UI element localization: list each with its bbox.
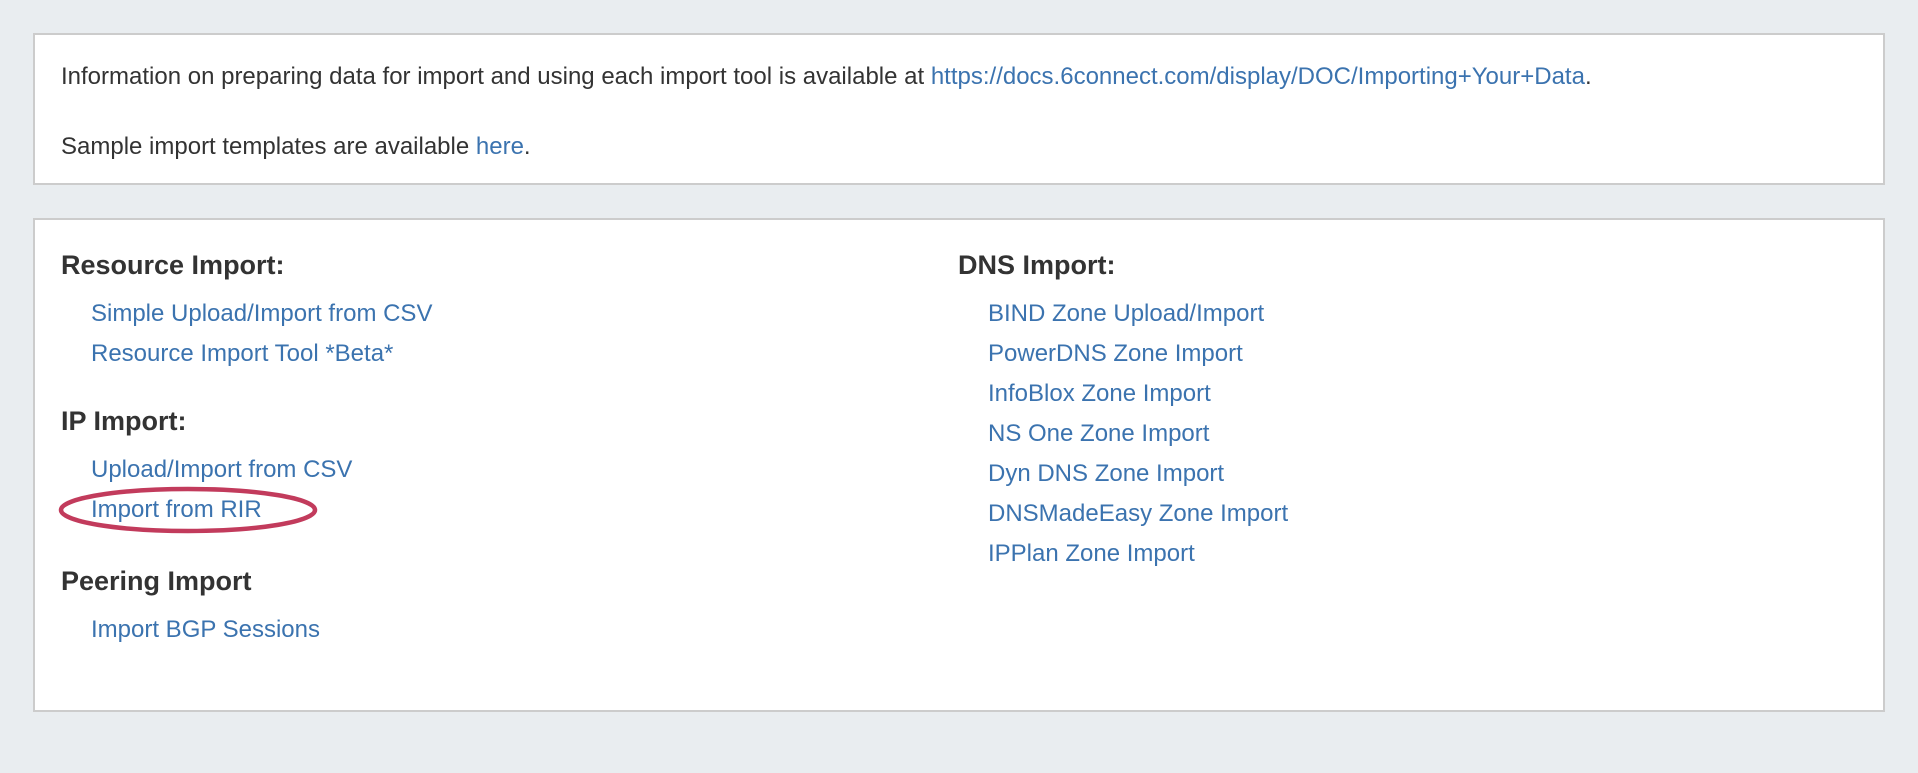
heading-peering-import: Peering Import (61, 566, 252, 596)
info-sentence-templates-text: Sample import templates are available (61, 133, 476, 160)
link-ns-one-zone-import[interactable]: NS One Zone Import (988, 420, 1210, 447)
link-import-bgp-sessions[interactable]: Import BGP Sessions (91, 616, 320, 643)
info-sentence-templates-period: . (523, 133, 531, 160)
heading-dns-import: DNS Import: (958, 250, 1116, 280)
link-infoblox-zone-import[interactable]: InfoBlox Zone Import (988, 380, 1211, 407)
import-column-left: Resource Import: Simple Upload/Import fr… (58, 248, 958, 650)
link-import-from-rir[interactable]: Import from RIR (91, 496, 262, 523)
heading-ip-import: IP Import: (61, 406, 187, 436)
docs-url-link[interactable]: https://docs.6connect.com/display/DOC/Im… (930, 63, 1585, 90)
import-panel: Resource Import: Simple Upload/Import fr… (33, 218, 1885, 712)
page: Information on preparing data for import… (0, 33, 1918, 712)
circled-link-row: Import from RIR (58, 486, 318, 534)
info-sentence-import-docs-text: Information on preparing data for import… (61, 63, 931, 90)
link-powerdns-zone-import[interactable]: PowerDNS Zone Import (988, 340, 1243, 367)
info-sentence-templates: Sample import templates are available he… (61, 132, 1857, 162)
info-panel: Information on preparing data for import… (33, 33, 1885, 185)
link-upload-import-from-csv[interactable]: Upload/Import from CSV (91, 456, 353, 483)
info-sentence-import-docs: Information on preparing data for import… (61, 62, 1857, 92)
templates-here-link[interactable]: here (475, 133, 524, 160)
link-resource-import-tool-beta[interactable]: Resource Import Tool *Beta* (91, 340, 394, 367)
link-dyn-dns-zone-import[interactable]: Dyn DNS Zone Import (988, 460, 1225, 487)
info-sentence-import-docs-period: . (1584, 63, 1592, 90)
import-column-right: DNS Import: BIND Zone Upload/Import Powe… (958, 248, 1857, 574)
link-simple-upload-import-from-csv[interactable]: Simple Upload/Import from CSV (91, 300, 433, 327)
link-bind-zone-upload-import[interactable]: BIND Zone Upload/Import (988, 300, 1265, 327)
heading-resource-import: Resource Import: (61, 250, 285, 280)
link-dnsmadeeasy-zone-import[interactable]: DNSMadeEasy Zone Import (988, 500, 1289, 527)
link-ipplan-zone-import[interactable]: IPPlan Zone Import (988, 540, 1195, 567)
